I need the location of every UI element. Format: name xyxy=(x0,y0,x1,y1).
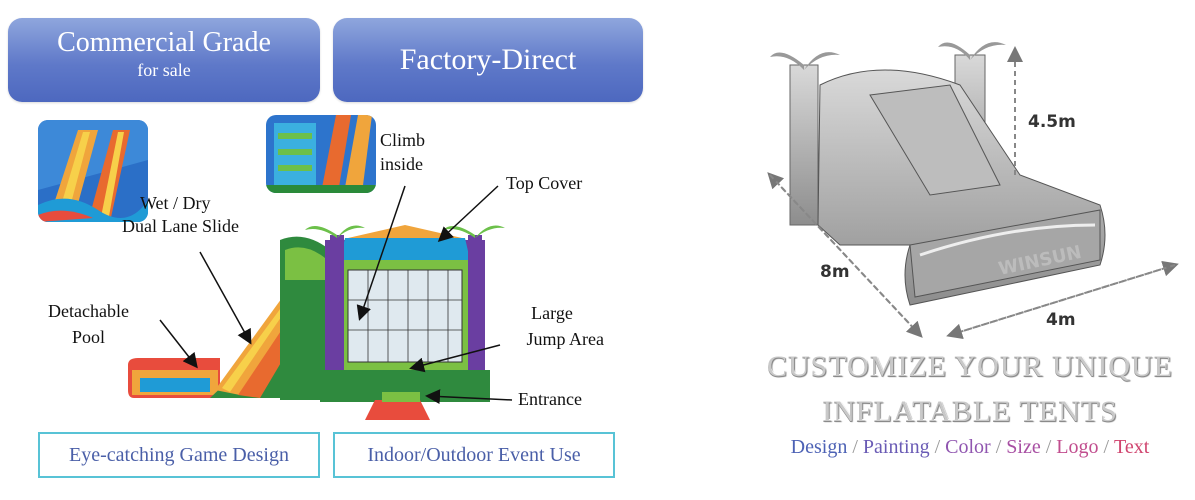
option-text: Text xyxy=(1114,436,1150,458)
length-dimension: 8m xyxy=(820,262,850,282)
wet-dry-label-line2: Dual Lane Slide xyxy=(122,216,239,236)
jump-area-label: Large Jump Area xyxy=(500,300,604,352)
factory-direct-title: Factory-Direct xyxy=(399,43,577,76)
option-size: Size xyxy=(1006,436,1041,458)
combo-bounce-house-illustration xyxy=(128,225,505,420)
climb-label-line2: inside xyxy=(380,154,423,174)
customization-options: Design/Painting/Color/Size/Logo/Text xyxy=(790,436,1150,458)
wet-dry-label: Wet / Dry xyxy=(140,192,211,214)
event-use-box: Indoor/Outdoor Event Use xyxy=(333,432,615,478)
callout-arrows xyxy=(159,185,513,405)
climb-thumbnail xyxy=(266,115,376,193)
game-design-box: Eye-catching Game Design xyxy=(38,432,320,478)
detach-label-line1: Detachable xyxy=(48,301,129,321)
top-cover-label: Top Cover xyxy=(506,173,583,193)
wet-dry-label-line1: Wet / Dry xyxy=(140,193,211,213)
customize-heading-line1: CUSTOMIZE YOUR UNIQUE xyxy=(767,350,1173,383)
option-design: Design xyxy=(790,436,848,458)
height-dimension: 4.5m xyxy=(1028,112,1076,132)
option-color: Color xyxy=(945,436,991,458)
commercial-grade-title: Commercial Grade xyxy=(57,27,271,58)
entrance-label: Entrance xyxy=(518,389,582,409)
customize-heading-line2: INFLATABLE TENTS xyxy=(822,395,1118,428)
dimension-sketch: WINSUN xyxy=(767,42,1179,340)
option-logo: Logo xyxy=(1056,436,1099,458)
climb-inside-label: Climb inside xyxy=(380,128,425,176)
width-dimension: 4m xyxy=(1046,310,1076,330)
detachable-pool-label: Detachable Pool xyxy=(48,298,129,350)
slide-thumbnail xyxy=(38,120,148,222)
commercial-grade-subtitle: for sale xyxy=(137,60,191,80)
climb-label-line1: Climb xyxy=(380,130,426,150)
factory-direct-banner: Factory-Direct xyxy=(333,18,643,102)
jump-label-line2: Jump Area xyxy=(526,329,604,349)
option-painting: Painting xyxy=(862,436,930,458)
commercial-grade-banner: Commercial Grade for sale xyxy=(8,18,320,102)
jump-label-line1: Large xyxy=(531,303,573,323)
dual-lane-label: Dual Lane Slide xyxy=(122,215,239,237)
detach-label-line2: Pool xyxy=(71,327,105,347)
